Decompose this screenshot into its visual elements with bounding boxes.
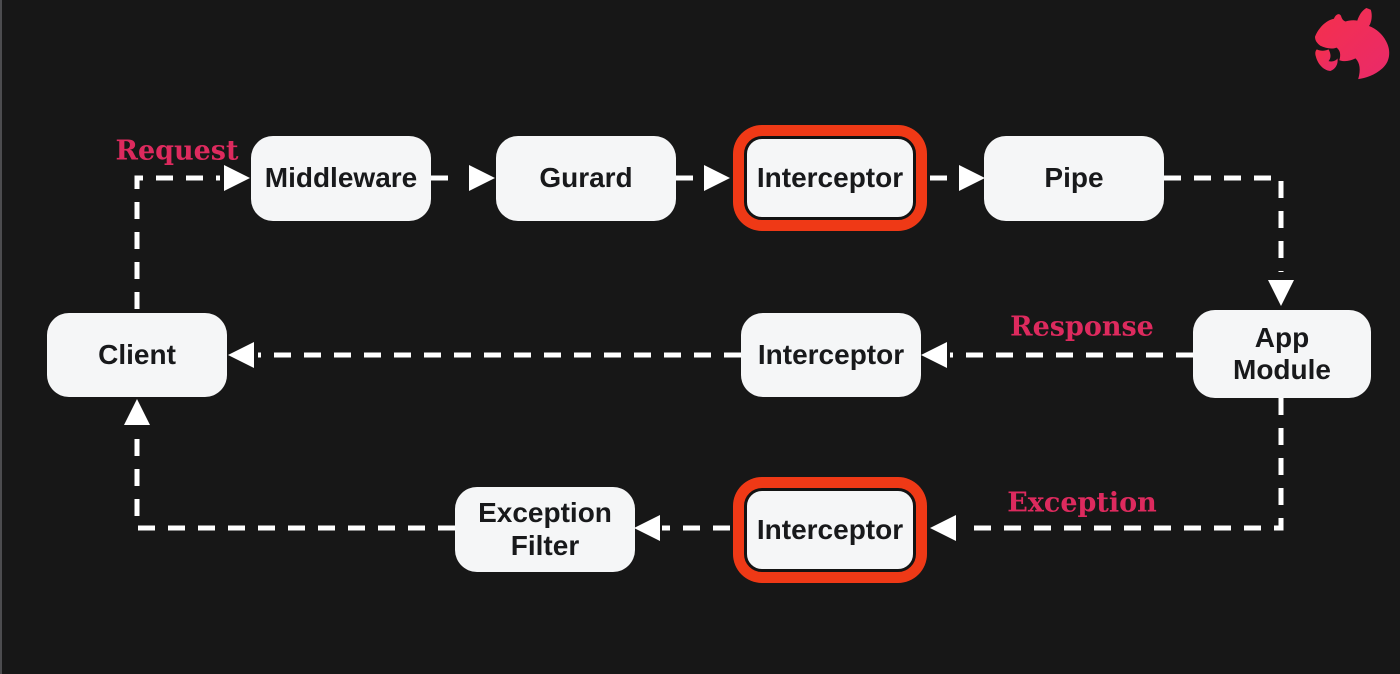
arrowhead-into-appmodule xyxy=(1268,280,1294,306)
logo-head-mane xyxy=(1315,8,1390,80)
arrowhead-into-client-exception xyxy=(124,399,150,425)
node-interceptor-exception-label: Interceptor xyxy=(756,513,904,545)
node-client: Client xyxy=(47,313,227,397)
label-request: Request xyxy=(115,135,239,167)
arrowhead-into-interceptor-request xyxy=(704,165,730,191)
edge-exceptionfilter-client xyxy=(134,428,455,531)
label-exception: Exception xyxy=(1007,487,1157,519)
arrowhead-into-interceptor-response xyxy=(921,342,947,368)
arrowhead-into-interceptor-exception xyxy=(930,515,956,541)
node-client-label: Client xyxy=(98,338,176,370)
arrowhead-into-pipe xyxy=(959,165,985,191)
arrowhead-into-middleware xyxy=(224,165,250,191)
node-pipe-label: Pipe xyxy=(1044,162,1104,194)
node-interceptor-request-label: Interceptor xyxy=(756,161,904,193)
node-pipe: Pipe xyxy=(984,136,1164,221)
node-exception-filter: Exception Filter xyxy=(455,487,635,572)
node-exception-filter-label: Exception Filter xyxy=(478,497,612,561)
node-interceptor-response-label: Interceptor xyxy=(757,338,905,370)
label-response: Response xyxy=(1010,311,1154,343)
node-interceptor-exception: Interceptor xyxy=(744,488,916,572)
edge-appmodule-interceptor-exception xyxy=(964,398,1284,531)
nestjs-logo-icon xyxy=(1315,8,1390,80)
node-guard-label: Gurard xyxy=(539,162,633,194)
node-middleware-label: Middleware xyxy=(264,162,418,194)
arrowhead-into-client-response xyxy=(228,342,254,368)
node-app-module: App Module xyxy=(1193,310,1371,398)
node-guard: Gurard xyxy=(496,136,676,221)
node-interceptor-response: Interceptor xyxy=(741,313,921,397)
node-interceptor-request: Interceptor xyxy=(744,136,916,220)
edge-pipe-appmodule xyxy=(1164,175,1284,272)
arrowhead-into-exceptionfilter xyxy=(634,515,660,541)
logo-lower-jaw xyxy=(1315,49,1338,71)
edge-request-client-middleware xyxy=(134,175,220,309)
node-app-module-label: App Module xyxy=(1233,321,1331,385)
arrowhead-into-guard xyxy=(469,165,495,191)
node-middleware: Middleware xyxy=(251,136,431,221)
